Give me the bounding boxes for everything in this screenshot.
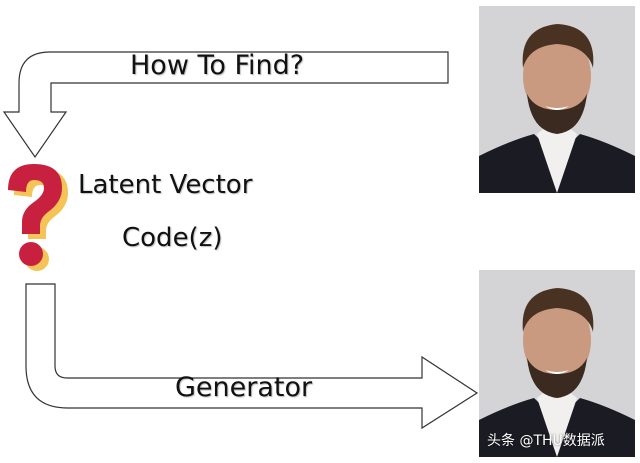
question-mark-icon [8, 164, 68, 271]
watermark-text: 头条 @THU数据派 [487, 433, 605, 449]
generator-arrow [25, 283, 479, 430]
how-to-find-label: How To Find? [130, 50, 305, 81]
generated-face-photo: 头条 @THU数据派 [479, 270, 635, 457]
how-to-find-arrow [2, 51, 449, 159]
generator-label: Generator [175, 372, 313, 403]
latent-vector-label: Latent Vector [78, 170, 253, 200]
target-face-photo [479, 6, 635, 193]
code-z-label: Code(z) [122, 223, 223, 253]
